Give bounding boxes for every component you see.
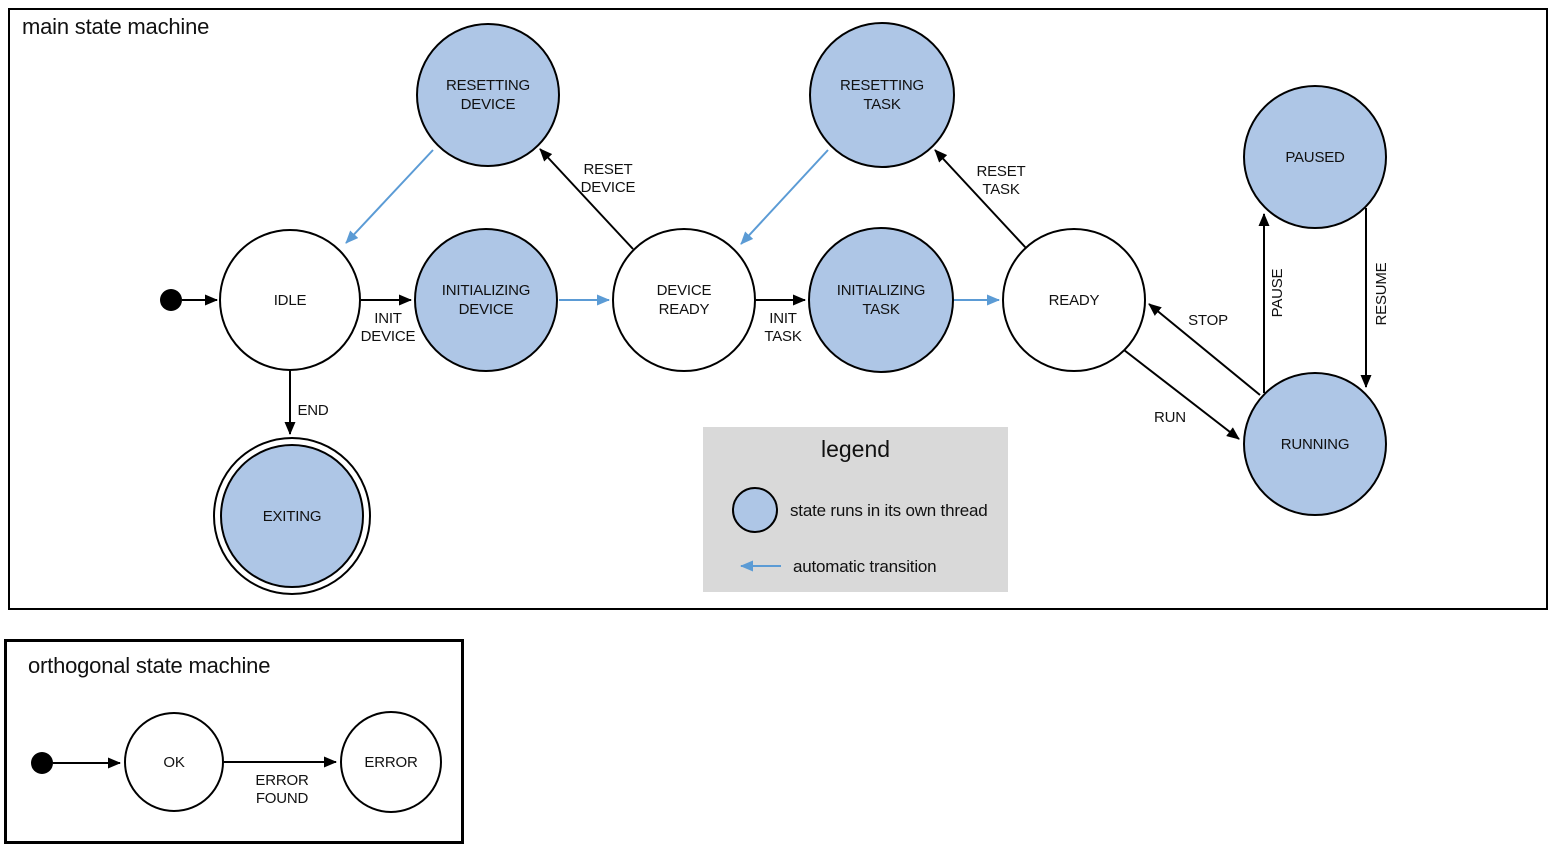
initial-state-dot-main: [160, 289, 182, 311]
state-idle: IDLE: [219, 229, 361, 371]
state-resetting-device: RESETTING DEVICE: [416, 23, 560, 167]
state-running: RUNNING: [1243, 372, 1387, 516]
transition-label-reset-task: RESET TASK: [976, 163, 1026, 198]
final-state-exiting-ring: EXITING: [213, 437, 371, 595]
state-exiting: EXITING: [220, 444, 364, 588]
state-initializing-task: INITIALIZING TASK: [808, 227, 954, 373]
transition-label-error-found: ERROR FOUND: [255, 772, 309, 807]
edge-device-ready-to-resetting-device: [539, 148, 634, 250]
main-panel-title: main state machine: [22, 14, 210, 39]
transition-label-init-device: INIT DEVICE: [360, 310, 416, 345]
transition-label-stop: STOP: [1188, 312, 1228, 329]
edge-running-to-ready: [1148, 303, 1261, 396]
edge-ready-to-running: [1123, 349, 1240, 440]
transition-label-run: RUN: [1154, 409, 1186, 426]
legend-auto-label: automatic transition: [793, 557, 937, 576]
legend-panel: legend state runs in its own thread auto…: [703, 427, 1008, 592]
edge-resetting-task-to-device-ready: [740, 149, 829, 245]
transition-label-init-task: INIT TASK: [764, 310, 802, 345]
transition-label-end: END: [297, 402, 329, 419]
transition-label-reset-device: RESET DEVICE: [580, 161, 636, 196]
edge-ready-to-resetting-task: [934, 149, 1027, 249]
orthogonal-panel-title: orthogonal state machine: [28, 653, 271, 678]
thread-state-swatch-icon: [732, 487, 778, 533]
state-error: ERROR: [340, 711, 442, 813]
main-state-machine-panel: [8, 8, 1548, 610]
automatic-transition-arrow-icon: [740, 560, 781, 572]
state-initializing-device: INITIALIZING DEVICE: [414, 228, 558, 372]
state-ready: READY: [1002, 228, 1146, 372]
transition-label-pause: PAUSE: [1269, 268, 1286, 318]
state-resetting-task: RESETTING TASK: [809, 22, 955, 168]
transition-label-resume: RESUME: [1373, 262, 1390, 326]
edge-resetting-device-to-idle: [345, 149, 434, 244]
orthogonal-state-machine-panel: [4, 639, 464, 844]
legend-title: legend: [820, 436, 891, 462]
initial-state-dot-orthogonal: [31, 752, 53, 774]
state-paused: PAUSED: [1243, 85, 1387, 229]
state-device-ready: DEVICE READY: [612, 228, 756, 372]
state-ok: OK: [124, 712, 224, 812]
legend-thread-label: state runs in its own thread: [790, 501, 988, 520]
